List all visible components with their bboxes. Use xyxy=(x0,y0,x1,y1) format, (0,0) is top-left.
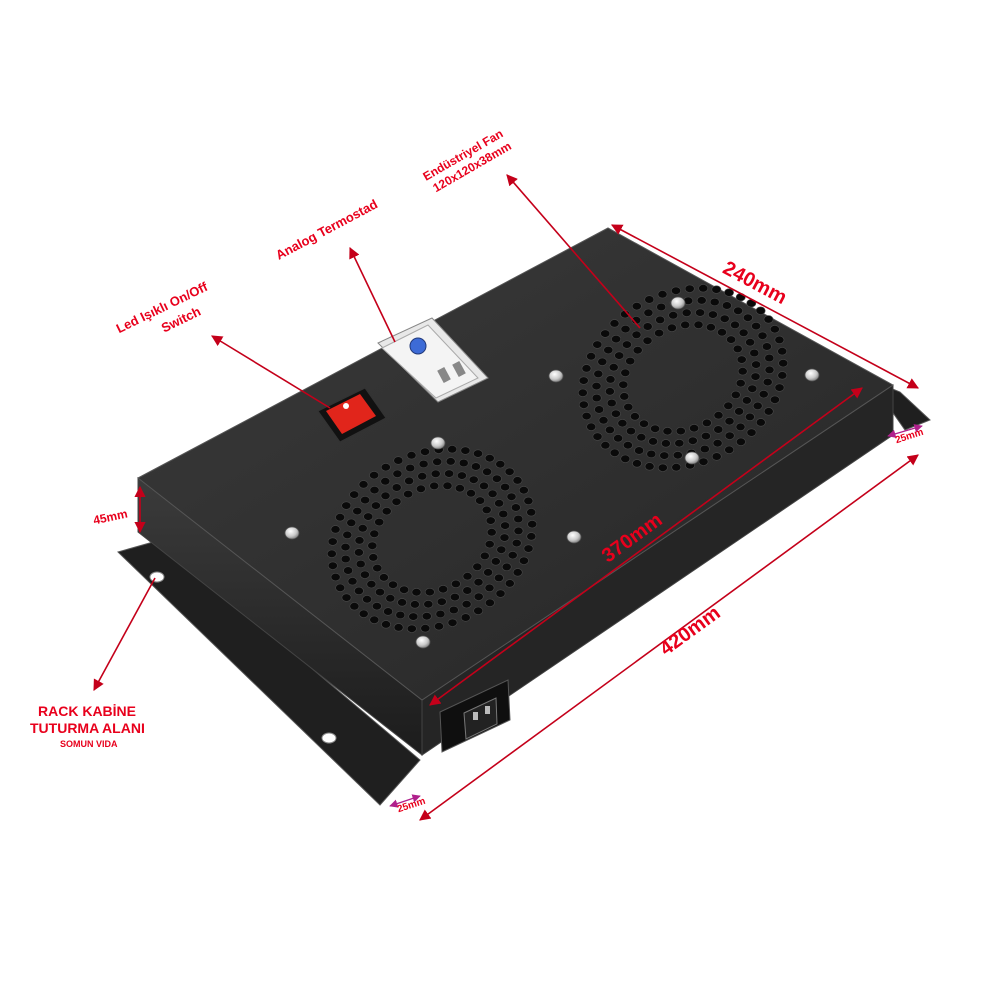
annotation-arrows xyxy=(93,174,919,821)
arrow-icon xyxy=(211,335,331,409)
arrow-icon xyxy=(419,454,919,821)
screw-icon xyxy=(430,436,446,450)
screw-icon xyxy=(284,526,300,540)
screw-icon xyxy=(804,368,820,382)
arrow-icon xyxy=(93,577,156,691)
screw-icon xyxy=(566,530,582,544)
arrow-icon xyxy=(611,224,919,389)
rack-label-line2: TUTURMA ALANI xyxy=(30,720,145,736)
screw-icon xyxy=(415,635,431,649)
screw-icon xyxy=(548,369,564,383)
screw-icon xyxy=(684,451,700,465)
rack-label-line3: SOMUN VIDA xyxy=(60,739,118,749)
small-dimension-arrows xyxy=(389,424,923,808)
rack-label-line1: RACK KABİNE xyxy=(38,703,136,719)
arrow-icon xyxy=(349,246,396,343)
screw-icon xyxy=(670,296,686,310)
rocker-switch-icon xyxy=(317,387,387,443)
thermostat-icon xyxy=(381,324,479,399)
